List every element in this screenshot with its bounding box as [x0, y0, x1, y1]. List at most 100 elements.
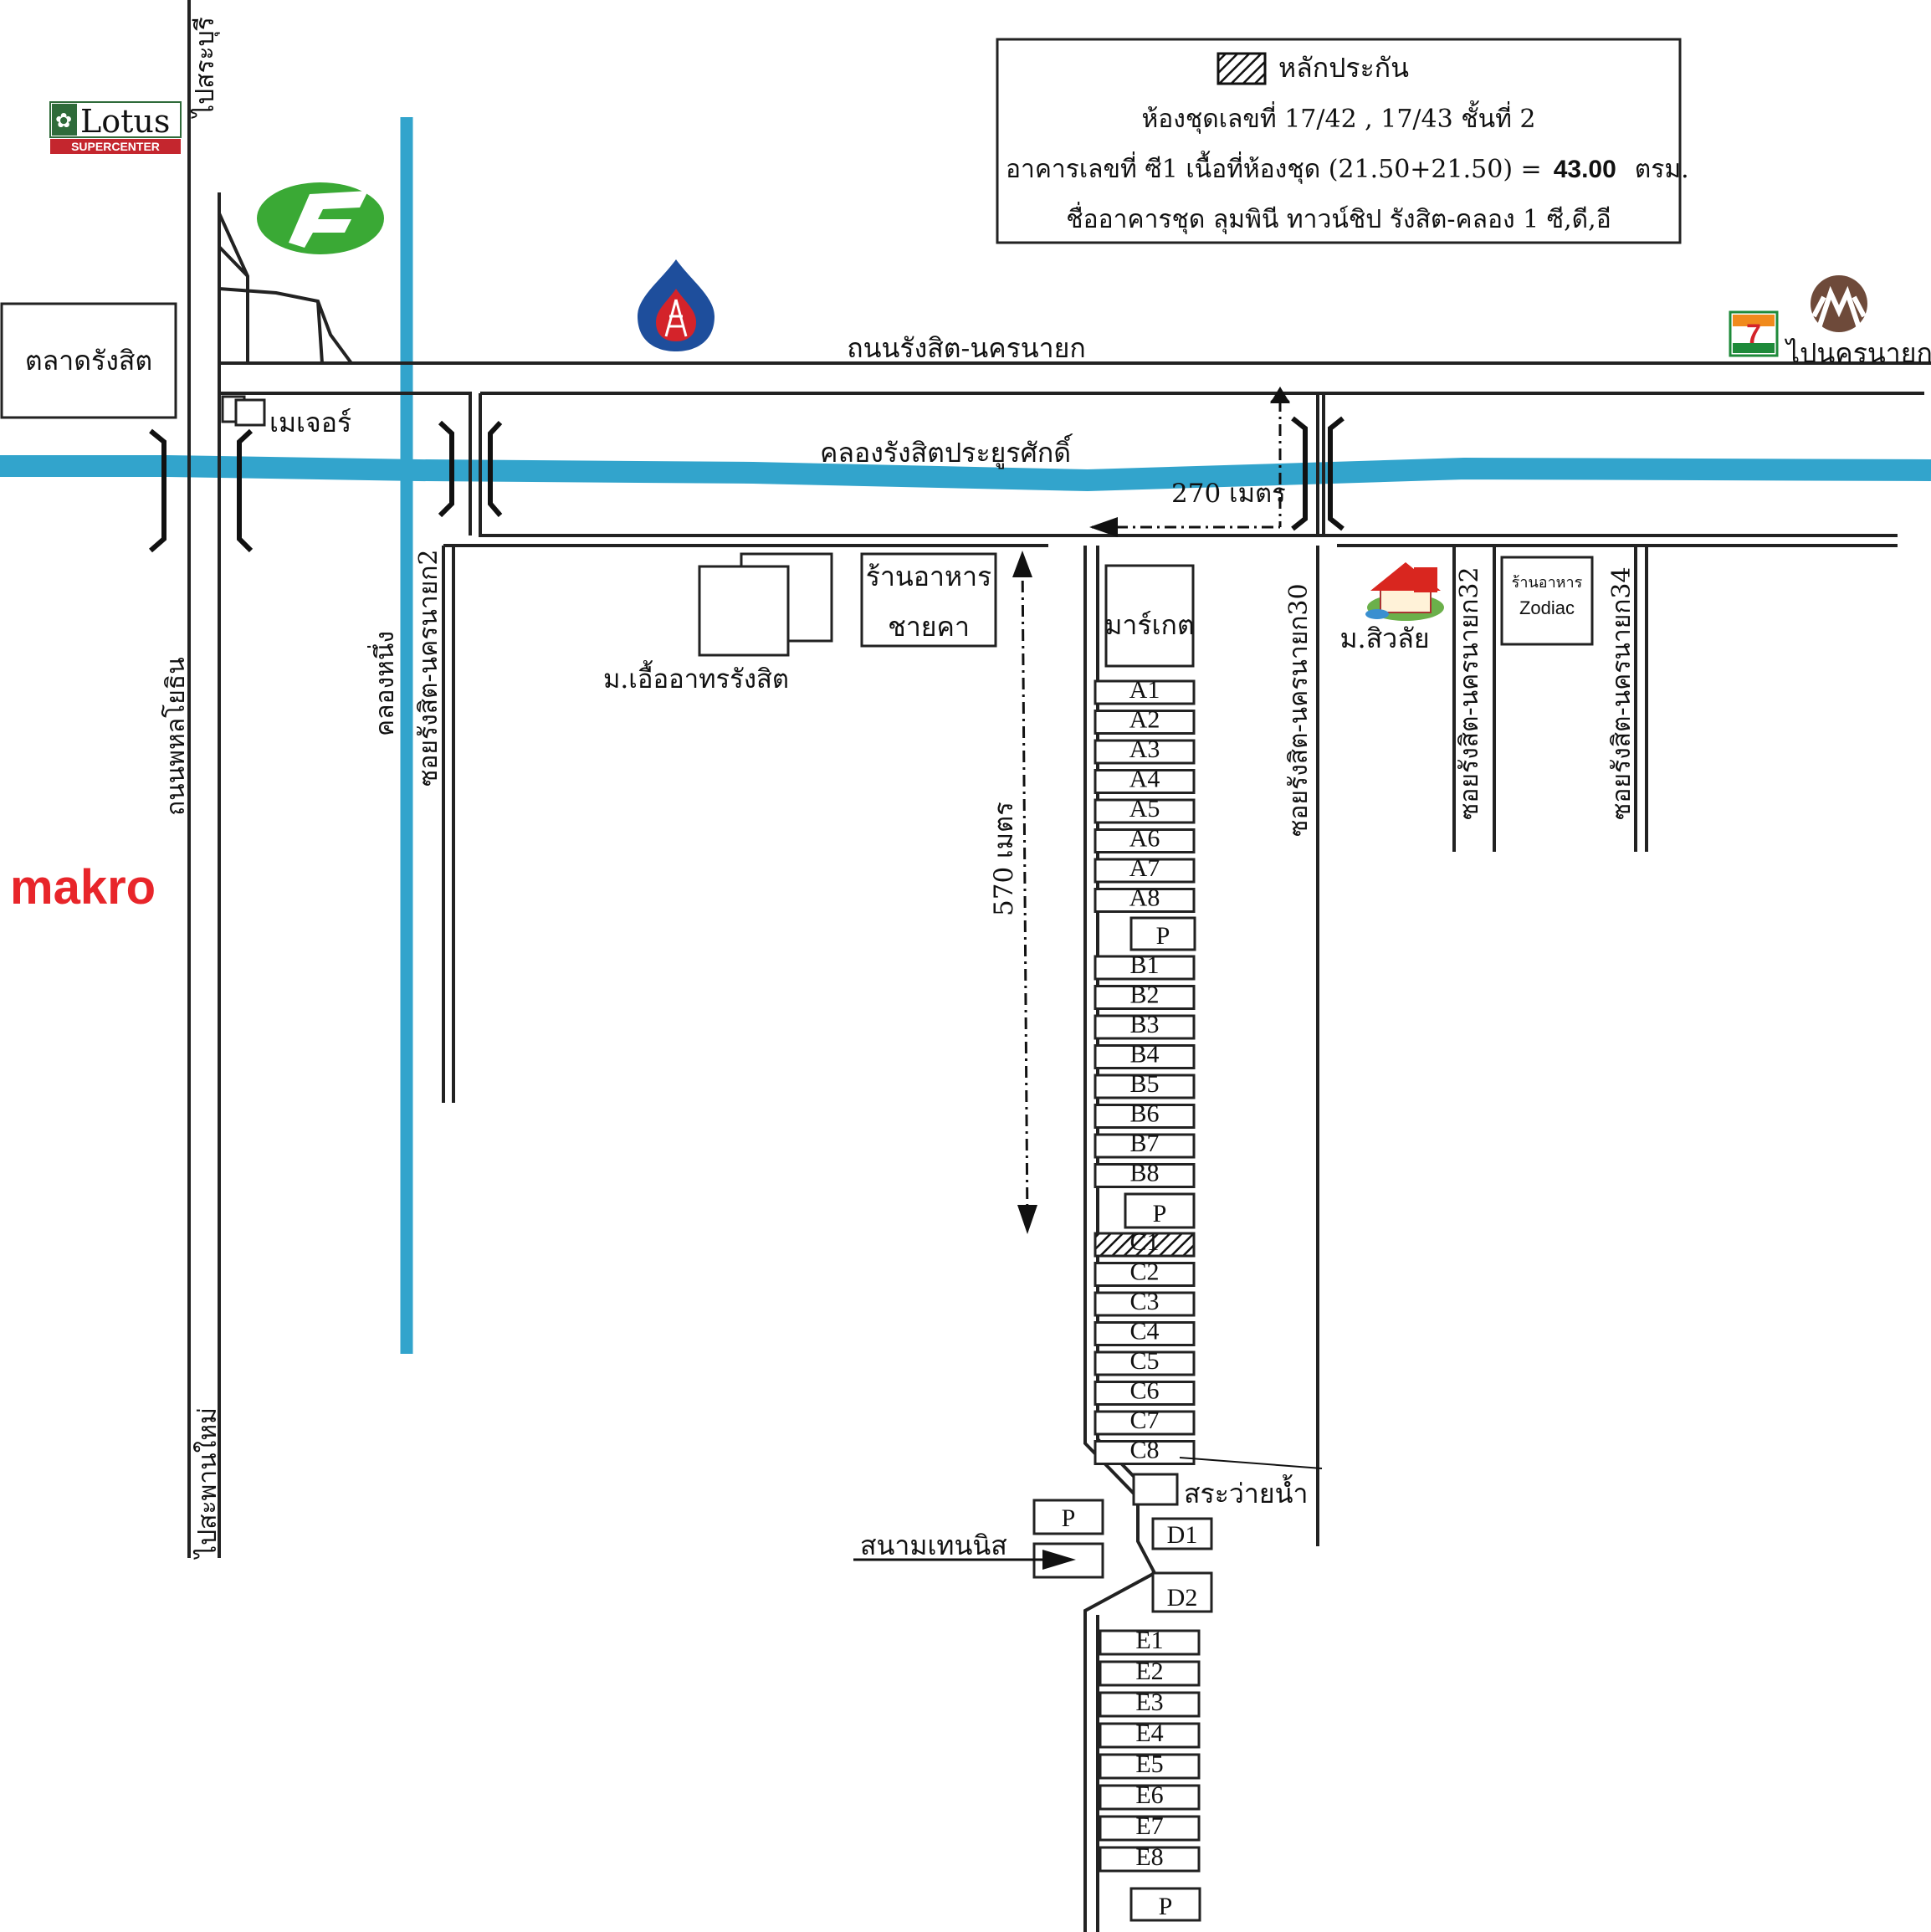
chaika-restaurant-name: ชายคา [888, 611, 970, 643]
building-b6-label: B6 [1129, 1100, 1159, 1128]
phahonyothin-label: ถนนพหลโยธิน [161, 657, 191, 816]
soi32-label: ซอยรังสิต-นครนายก32 [1455, 566, 1484, 820]
main-canal [0, 455, 1931, 492]
interchange-ramps [218, 213, 353, 365]
building-a3-label: A3 [1129, 735, 1160, 763]
brown-brand-logo [1811, 275, 1867, 332]
building-c6-label: C6 [1129, 1377, 1159, 1405]
building-b1-label: B1 [1129, 951, 1159, 979]
parking-e-label: P [1159, 1893, 1173, 1920]
distance-570-line [1021, 556, 1029, 1229]
building-b7-box [1094, 1133, 1196, 1159]
building-b4-box [1094, 1044, 1196, 1069]
building-a4-box [1094, 769, 1196, 794]
to-nakhonnayok-label: ไปนครนายก [1784, 337, 1931, 369]
building-b7-label: B7 [1129, 1130, 1159, 1157]
tennis-label: สนามเทนนิส [860, 1530, 1007, 1561]
building-c2-label: C2 [1129, 1258, 1159, 1286]
legend-title: หลักประกัน [1278, 52, 1409, 84]
lotus-sub: SUPERCENTER [71, 140, 160, 153]
building-b3-label: B3 [1129, 1011, 1159, 1038]
zodiac-restaurant-label: ร้านอาหาร [1512, 574, 1583, 592]
building-a8-box [1094, 888, 1196, 913]
building-a4-label: A4 [1129, 766, 1160, 793]
lotus-name: Lotus [80, 103, 170, 140]
building-e1-box [1099, 1629, 1201, 1656]
building-a6-box [1094, 828, 1196, 853]
parking-a-box [1129, 916, 1196, 951]
building-d2-box [1151, 1571, 1213, 1613]
parking-a-label: P [1156, 922, 1170, 950]
frontage-road-east [1322, 392, 1924, 537]
building-d1-label: D1 [1167, 1521, 1198, 1549]
legend-box: หลักประกัน ห้องชุดเลขที่ 17/42 , 17/43 ช… [996, 38, 1689, 244]
soi30-label: ซอยรังสิต-นครนายก30 [1284, 583, 1314, 837]
building-c3-box [1094, 1291, 1196, 1317]
lotus-logo: ✿ Lotus SUPERCENTER [49, 101, 182, 154]
major-label: เมเจอร์ [269, 407, 351, 438]
building-c1-label: C1 [1129, 1228, 1159, 1256]
building-b6-box [1094, 1104, 1196, 1129]
chaika-restaurant-box [860, 552, 997, 648]
main-road-label: ถนนรังสิต-นครนายก [847, 332, 1086, 364]
khlong-nueng-label: คลองหนึ่ง [367, 631, 400, 736]
tennis-parking-box [1032, 1499, 1104, 1535]
building-a1-box [1094, 679, 1196, 705]
parking-e-box [1129, 1887, 1201, 1922]
distance-270-label: 270 เมตร [1171, 479, 1286, 509]
building-d1-box [1151, 1517, 1213, 1550]
building-c5-label: C5 [1129, 1347, 1159, 1375]
to-saphanmai-label: ไปสะพานใหม่ [192, 1407, 223, 1560]
pool-box [1132, 1473, 1179, 1506]
euar-arthorn-building-front [698, 565, 790, 657]
building-e1-label: E1 [1135, 1627, 1163, 1654]
siwalai-label: ม.สิวลัย [1339, 623, 1429, 654]
parking-b-label: P [1153, 1200, 1167, 1227]
building-a7-label: A7 [1129, 854, 1160, 882]
building-c4-box [1094, 1321, 1196, 1346]
building-b2-box [1094, 985, 1196, 1010]
building-a7-box [1094, 858, 1196, 884]
main-canal-label: คลองรังสิตประยูรศักดิ์ [820, 433, 1073, 469]
building-a2-box [1094, 710, 1196, 735]
building-b3-box [1094, 1014, 1196, 1040]
building-a1-label: A1 [1129, 676, 1160, 704]
building-e8-label: E8 [1135, 1843, 1163, 1871]
building-c8-box [1094, 1440, 1196, 1465]
soi30-road-west [1083, 546, 1157, 1932]
building-a8-label: A8 [1129, 884, 1160, 912]
building-b8-box [1094, 1163, 1196, 1188]
parking-b-box [1124, 1192, 1196, 1229]
building-e5-label: E5 [1135, 1750, 1163, 1778]
legend-project-name: ชื่ออาคารชุด ลุมพินี ทาวน์ชิป รังสิต-คลอ… [1066, 202, 1611, 235]
makro-logo: makro [10, 860, 156, 915]
building-a6-label: A6 [1129, 825, 1160, 853]
house-icon [1365, 562, 1444, 621]
building-c4-label: C4 [1129, 1318, 1159, 1345]
seven-eleven-logo: 7 [1729, 310, 1779, 357]
building-c1-box [1094, 1232, 1196, 1258]
project-buildings: A1A2A3A4A5A6A7A8PB1B2B3B4B5B6B7B8PC1C2C3… [1094, 676, 1213, 1922]
to-saraburi-label: ไปสระบุรี [190, 17, 221, 119]
building-e6-box [1099, 1784, 1201, 1811]
legend-unit-numbers: ห้องชุดเลขที่ 17/42 , 17/43 ชั้นที่ 2 [1141, 100, 1535, 135]
pool-label: สระว่ายน้ำ [1184, 1474, 1308, 1509]
building-b1-box [1094, 955, 1196, 981]
building-e5-box [1099, 1753, 1201, 1780]
distance-570-label: 570 เมตร [989, 802, 1019, 916]
building-b5-box [1094, 1074, 1196, 1099]
building-e4-box [1099, 1722, 1201, 1749]
chaika-restaurant-label: ร้านอาหาร [866, 561, 991, 592]
building-b4-label: B4 [1129, 1041, 1159, 1068]
market-box [1104, 564, 1195, 668]
building-a2-label: A2 [1129, 706, 1160, 734]
svg-text:✿: ✿ [55, 110, 72, 132]
building-c7-label: C7 [1129, 1407, 1159, 1434]
zodiac-restaurant-box [1500, 556, 1594, 646]
building-e2-box [1099, 1660, 1201, 1687]
building-e7-box [1099, 1815, 1201, 1842]
building-c5-box [1094, 1350, 1196, 1376]
rangsit-market-label: ตลาดรังสิต [25, 345, 152, 377]
building-b8-label: B8 [1129, 1160, 1159, 1187]
building-b5-label: B5 [1129, 1070, 1159, 1098]
